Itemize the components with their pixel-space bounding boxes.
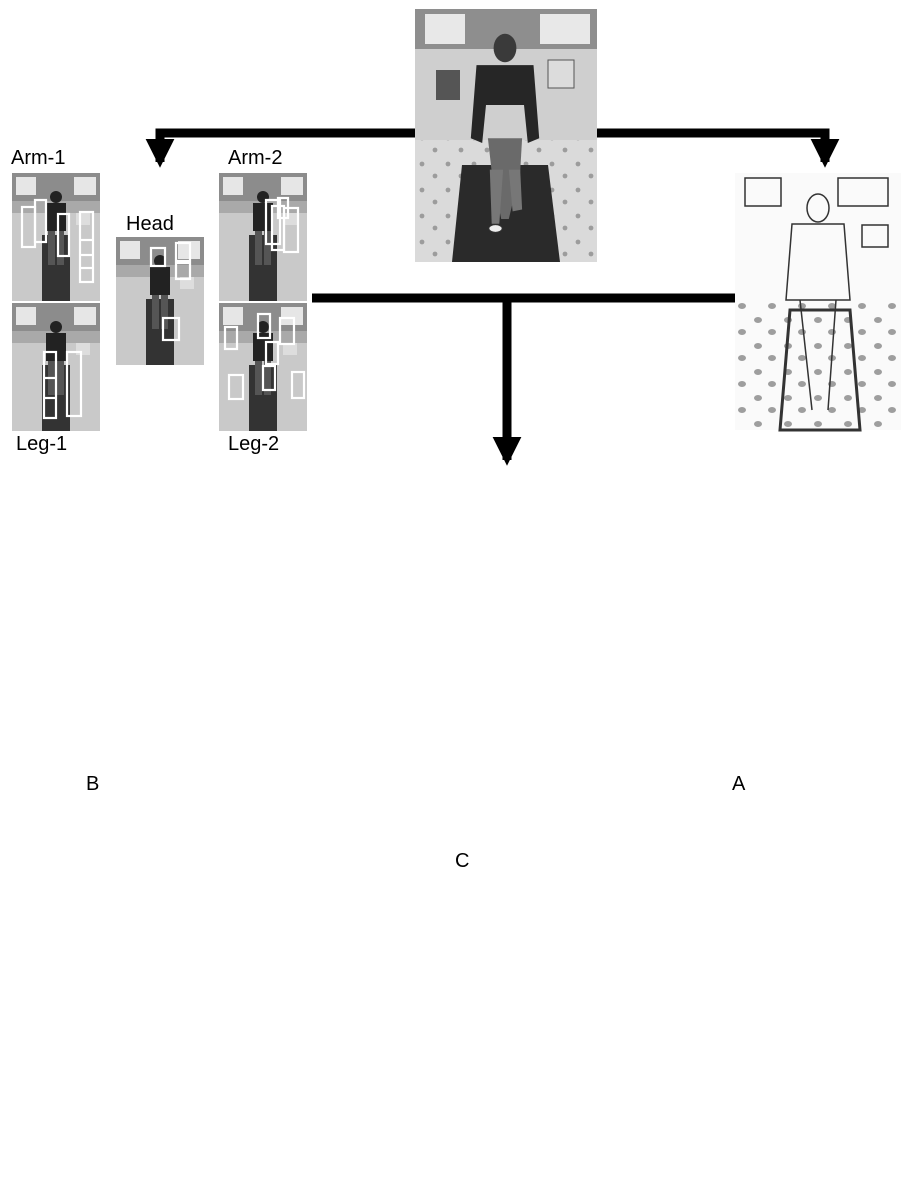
plane-a-label: A <box>732 774 745 794</box>
arm-1-label: Arm-1 <box>11 148 65 168</box>
input-photo <box>415 9 597 262</box>
leg-2-thumbnail <box>219 303 307 431</box>
leg-1-label: Leg-1 <box>16 434 67 454</box>
plane-b-label: B <box>86 774 99 794</box>
arm-2-thumbnail <box>219 173 307 301</box>
head-label: Head <box>126 214 174 234</box>
edge-map-image <box>735 173 901 430</box>
leg-2-label: Leg-2 <box>228 434 279 454</box>
arm-1-thumbnail <box>12 173 100 301</box>
head-thumbnail <box>116 237 204 365</box>
center-c-label: C <box>455 851 469 871</box>
leg-1-thumbnail <box>12 303 100 431</box>
arm-2-label: Arm-2 <box>228 148 282 168</box>
